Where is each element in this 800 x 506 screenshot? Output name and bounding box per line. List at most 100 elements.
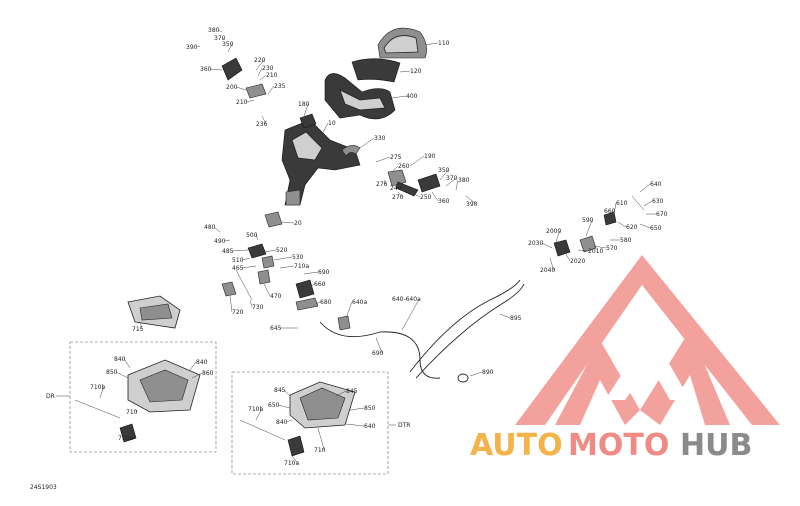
callout-210: 210 [266,72,278,79]
callout-leader [189,361,197,371]
callout-leader [116,371,129,379]
callout-370: 370 [446,175,458,182]
part-610-620-cap [603,211,617,226]
box-dtr-label: DTR [398,422,410,429]
callout-710b: 710b [248,406,263,413]
callout-690: 690 [318,269,330,276]
callout-leader [613,202,617,215]
callout-850: 850 [106,369,118,376]
callout-leader [643,200,653,207]
callout-leader [125,435,132,439]
callout-400: 400 [406,93,418,100]
callout-520: 520 [276,247,288,254]
watermark-text: AUTO MOTO HUB [470,428,752,463]
callout-leader [309,283,315,289]
callout-leader [391,95,407,99]
callout-20: 20 [294,220,302,227]
callout-leader [319,122,329,139]
callout-leader [349,407,365,411]
part-120-cover [351,58,401,83]
callout-leader [196,45,201,48]
callout-leader [424,42,439,46]
callout-240: 240 [390,185,402,192]
callout-860: 860 [202,370,214,377]
callout-235: 235 [274,83,286,90]
callout-leader [317,427,325,451]
part-510-520-clamp [247,243,275,269]
callout-660: 660 [604,208,616,215]
part-710-right-assembly [239,381,356,457]
part-110-cover [377,27,427,59]
watermark-logo [515,255,780,425]
callout-470: 470 [270,293,282,300]
callout-2010: 2010 [588,248,603,255]
callout-110: 110 [438,40,450,47]
callout-leader [431,191,439,202]
callout-leader [255,59,265,71]
callout-2000: 2000 [546,228,561,235]
callout-leader [281,221,295,224]
callout-leader [617,221,627,228]
callout-leader [191,372,203,379]
callout-leader [242,257,251,261]
callout-840: 840 [196,359,208,366]
watermark-auto: AUTO [470,428,563,463]
callout-leader [267,85,275,95]
callout-485: 485 [222,248,234,255]
callout-610: 610 [616,200,628,207]
callout-220: 220 [254,57,266,64]
callout-380: 380 [458,177,470,184]
callout-640: 640 [650,181,662,188]
callout-276: 276 [376,181,388,188]
callout-895: 895 [510,315,522,322]
callout-leader [303,103,309,117]
part-715-bracket [127,295,181,329]
callout-275: 275 [390,154,402,161]
callout-390: 390 [186,44,198,51]
callout-620: 620 [626,224,638,231]
callout-10: 10 [328,120,336,127]
part-330 [341,145,361,157]
callout-660: 660 [314,281,326,288]
part-660-block [295,279,315,299]
callout-leader [639,223,651,229]
callout-leader [469,371,483,377]
callout-720: 720 [232,309,244,316]
callout-leader [383,179,387,185]
callout-leader [397,191,403,198]
part-710-left-assembly [74,359,201,443]
part-180 [299,113,317,129]
logo-m-left [555,340,640,425]
callout-250: 250 [420,194,432,201]
part-360-left-grip [221,57,243,81]
callout-leader [639,183,651,193]
callout-2020: 2020 [570,258,585,265]
callout-270: 270 [392,194,404,201]
part-630-bolt [631,195,645,211]
callout-630: 630 [652,198,664,205]
callout-leader [345,301,353,319]
callout-350: 350 [222,41,234,48]
callout-leader [259,74,267,81]
part-895-cable [409,279,525,379]
callout-leader [236,86,247,91]
callout-leader [593,245,607,249]
part-645-cable [319,321,441,379]
callout-845: 845 [346,388,358,395]
callout-leader [409,191,421,198]
box-dr [69,341,217,453]
callout-leader [232,249,249,252]
callout-710: 710 [314,447,326,454]
callout-840: 840 [114,356,126,363]
callout-leader [359,137,375,149]
callout-710b: 710b [90,384,105,391]
callout-210: 210 [236,99,248,106]
callout-leader [123,358,131,369]
callout-350: 350 [438,167,450,174]
callout-710: 710 [126,409,138,416]
callout-850: 850 [364,405,376,412]
callout-230: 230 [262,65,274,72]
callout-650: 650 [268,402,280,409]
